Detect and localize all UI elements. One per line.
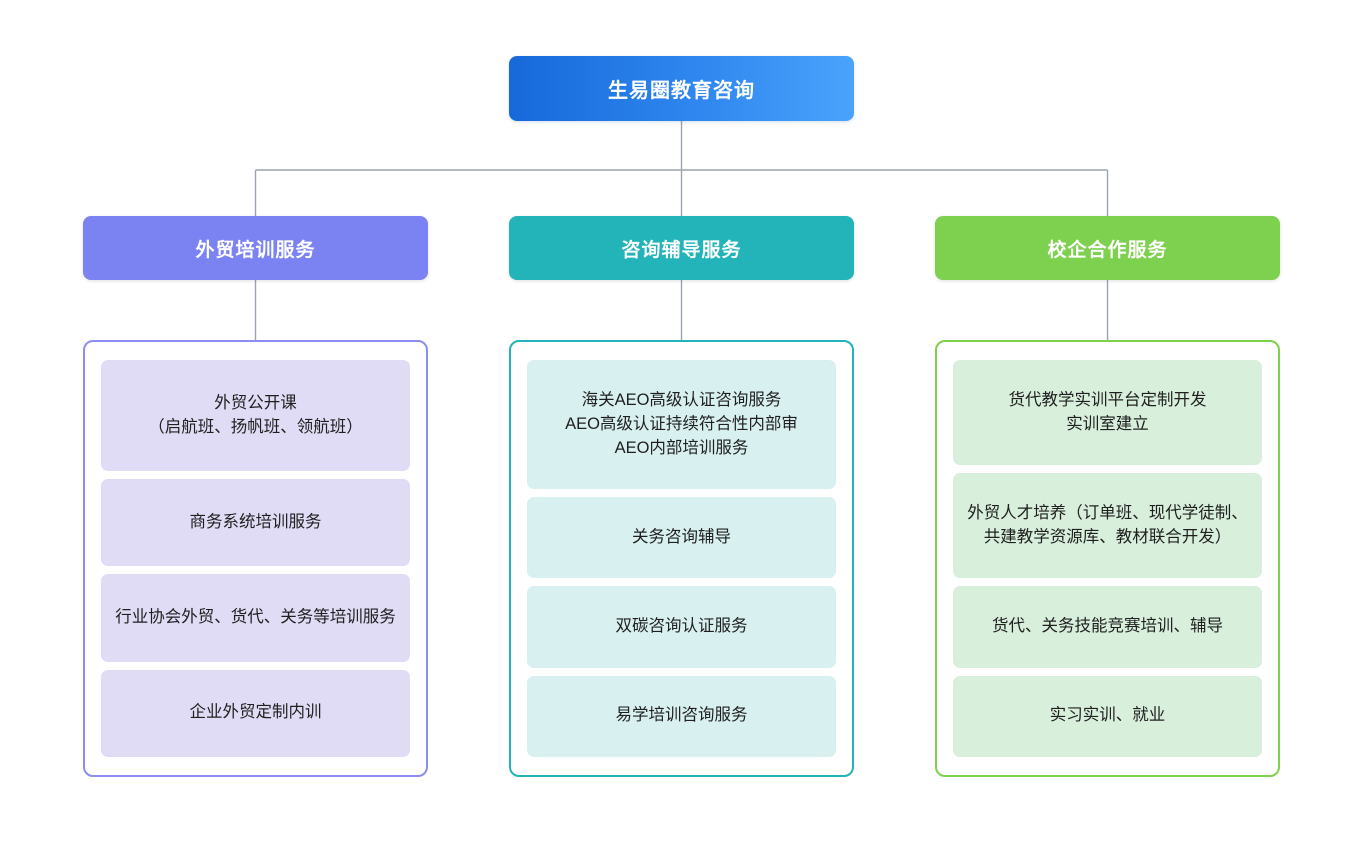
service-card-line: 实训室建立 <box>1066 414 1149 433</box>
branch-card-container-training: 外贸公开课 （启航班、扬帆班、领航班） 商务系统培训服务 行业协会外贸、货代、关… <box>83 340 428 777</box>
service-card-line: 商务系统培训服务 <box>189 512 322 531</box>
branch-column-consulting: 咨询辅导服务 海关AEO高级认证咨询服务 AEO高级认证持续符合性内部审 AEO… <box>509 216 854 777</box>
service-card[interactable]: 外贸公开课 （启航班、扬帆班、领航班） <box>101 360 410 472</box>
service-card-line: 关务咨询辅导 <box>632 527 731 546</box>
service-card-line: 实习实训、就业 <box>1049 706 1166 725</box>
service-card-line: 外贸人才培养（订单班、现代学徒制、共建教学资源库、教材联合开发） <box>967 503 1248 546</box>
branch-header-label: 咨询辅导服务 <box>621 239 742 261</box>
root-node-title: 生易圈教育咨询 <box>608 80 755 102</box>
service-card-line: 易学培训咨询服务 <box>615 706 748 725</box>
service-card[interactable]: 企业外贸定制内训 <box>101 669 410 757</box>
service-card[interactable]: 外贸人才培养（订单班、现代学徒制、共建教学资源库、教材联合开发） <box>953 473 1262 579</box>
branch-header-label: 校企合作服务 <box>1047 239 1168 261</box>
service-card-line: 行业协会外贸、货代、关务等培训服务 <box>115 608 396 627</box>
service-card-line: AEO高级认证持续符合性内部审 <box>565 414 798 433</box>
branch-card-container-consulting: 海关AEO高级认证咨询服务 AEO高级认证持续符合性内部审 AEO内部培训服务 … <box>509 340 854 777</box>
service-card-line: 货代教学实训平台定制开发 <box>1008 390 1207 409</box>
branch-header-label: 外贸培训服务 <box>195 239 316 261</box>
service-card-line: （启航班、扬帆班、领航班） <box>148 417 363 436</box>
branch-column-school-enterprise: 校企合作服务 货代教学实训平台定制开发 实训室建立 外贸人才培养（订单班、现代学… <box>935 216 1280 777</box>
service-card-line: 货代、关务技能竞赛培训、辅导 <box>992 617 1223 636</box>
service-card[interactable]: 双碳咨询认证服务 <box>527 586 836 668</box>
service-card[interactable]: 行业协会外贸、货代、关务等培训服务 <box>101 574 410 662</box>
service-card[interactable]: 易学培训咨询服务 <box>527 675 836 758</box>
service-card[interactable]: 实习实训、就业 <box>953 675 1262 758</box>
service-card-line: 企业外贸定制内训 <box>189 703 322 722</box>
root-node[interactable]: 生易圈教育咨询 <box>509 56 854 121</box>
branch-header-consulting[interactable]: 咨询辅导服务 <box>509 216 854 280</box>
service-card[interactable]: 海关AEO高级认证咨询服务 AEO高级认证持续符合性内部审 AEO内部培训服务 <box>527 360 836 490</box>
branch-card-container-school-enterprise: 货代教学实训平台定制开发 实训室建立 外贸人才培养（订单班、现代学徒制、共建教学… <box>935 340 1280 777</box>
service-card-line: AEO内部培训服务 <box>614 438 749 457</box>
service-card[interactable]: 商务系统培训服务 <box>101 479 410 567</box>
branch-column-training: 外贸培训服务 外贸公开课 （启航班、扬帆班、领航班） 商务系统培训服务 行业协会… <box>83 216 428 777</box>
service-card-line: 外贸公开课 <box>214 393 297 412</box>
service-card[interactable]: 关务咨询辅导 <box>527 497 836 579</box>
branch-header-training[interactable]: 外贸培训服务 <box>83 216 428 280</box>
service-card[interactable]: 货代、关务技能竞赛培训、辅导 <box>953 586 1262 668</box>
service-card-line: 双碳咨询认证服务 <box>615 617 748 636</box>
service-card-line: 海关AEO高级认证咨询服务 <box>581 390 782 409</box>
service-card[interactable]: 货代教学实训平台定制开发 实训室建立 <box>953 360 1262 466</box>
branch-header-school-enterprise[interactable]: 校企合作服务 <box>935 216 1280 280</box>
